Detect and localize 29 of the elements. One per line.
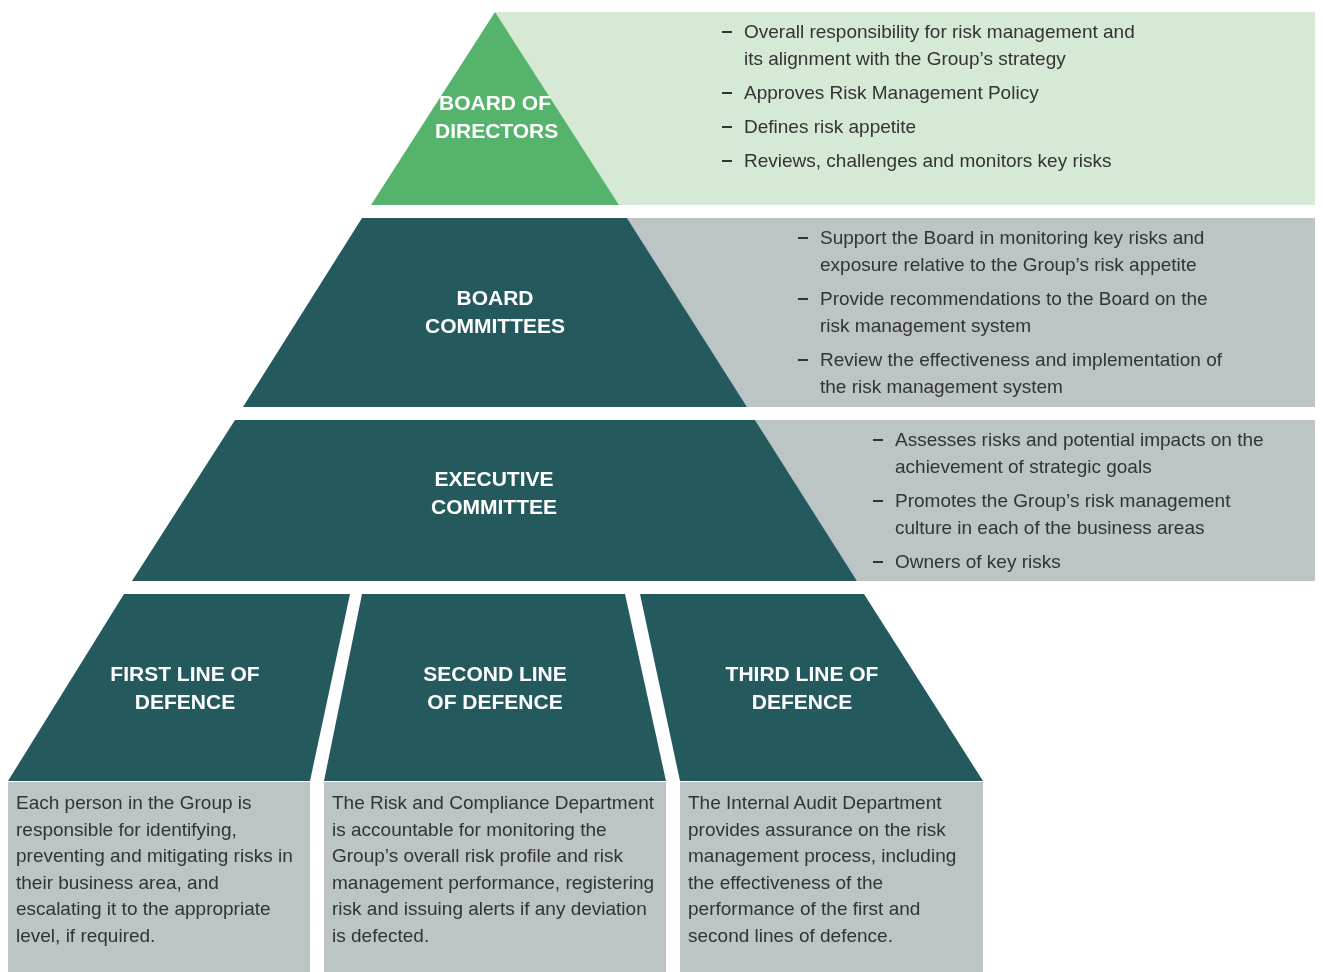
description-panel [627, 218, 1315, 407]
pyramid-tier [243, 218, 747, 407]
bullet-text: Review the effectiveness and implementation of the risk management system [820, 349, 1223, 397]
tier-title: FIRST LINE OF DEFENCE [109, 661, 261, 715]
pyramid-tier [132, 420, 857, 581]
bullet-text: Assesses risks and potential impacts on the achievement of strategic goals [895, 429, 1264, 477]
bullet-text: Overall responsibility for risk management and its alignment with the Group’s strategy [744, 21, 1135, 69]
description-box [324, 782, 666, 972]
tier-title: THIRD LINE OF DEFENCE [724, 661, 880, 715]
bullet-text: Owners of key risks [895, 551, 1061, 572]
description-text: Each person in the Group is responsible for identifying, preventing and mitigating risks in their business area, and escalating it to the appropriate level, if required. [16, 791, 294, 948]
pyramid-apex [371, 12, 619, 205]
pyramid-tier [640, 594, 983, 781]
description-text: The Risk and Compliance Department is accountable for monitoring the Group’s overall risk profile and risk management performance, registering risk and issuing alerts if any deviation is defected. [332, 791, 656, 948]
description-panel [755, 420, 1315, 581]
pyramid-tier [8, 594, 350, 781]
bullet-text: Support the Board in monitoring key risks and exposure relative to the Group’s risk appetite [820, 227, 1205, 275]
bullet-text: Promotes the Group’s risk management culture in each of the business areas [895, 490, 1231, 538]
bullet-text: Approves Risk Management Policy [744, 82, 1039, 103]
description-box [680, 782, 983, 972]
pyramid-tier [324, 594, 666, 781]
description-box [8, 782, 310, 972]
tier-title: SECOND LINE OF DEFENCE [422, 661, 568, 715]
tier-title: EXECUTIVE COMMITTEE [430, 466, 558, 520]
description-text: The Internal Audit Department provides assurance on the risk management process, including the effectiveness of the performance of the first and second lines of defence. [688, 791, 958, 948]
bullet-text: Provide recommendations to the Board on the risk management system [820, 288, 1208, 336]
tier-title: BOARD COMMITTEES [424, 285, 566, 339]
bullet-text: Defines risk appetite [744, 116, 917, 137]
bullet-text: Reviews, challenges and monitors key risks [744, 150, 1112, 171]
